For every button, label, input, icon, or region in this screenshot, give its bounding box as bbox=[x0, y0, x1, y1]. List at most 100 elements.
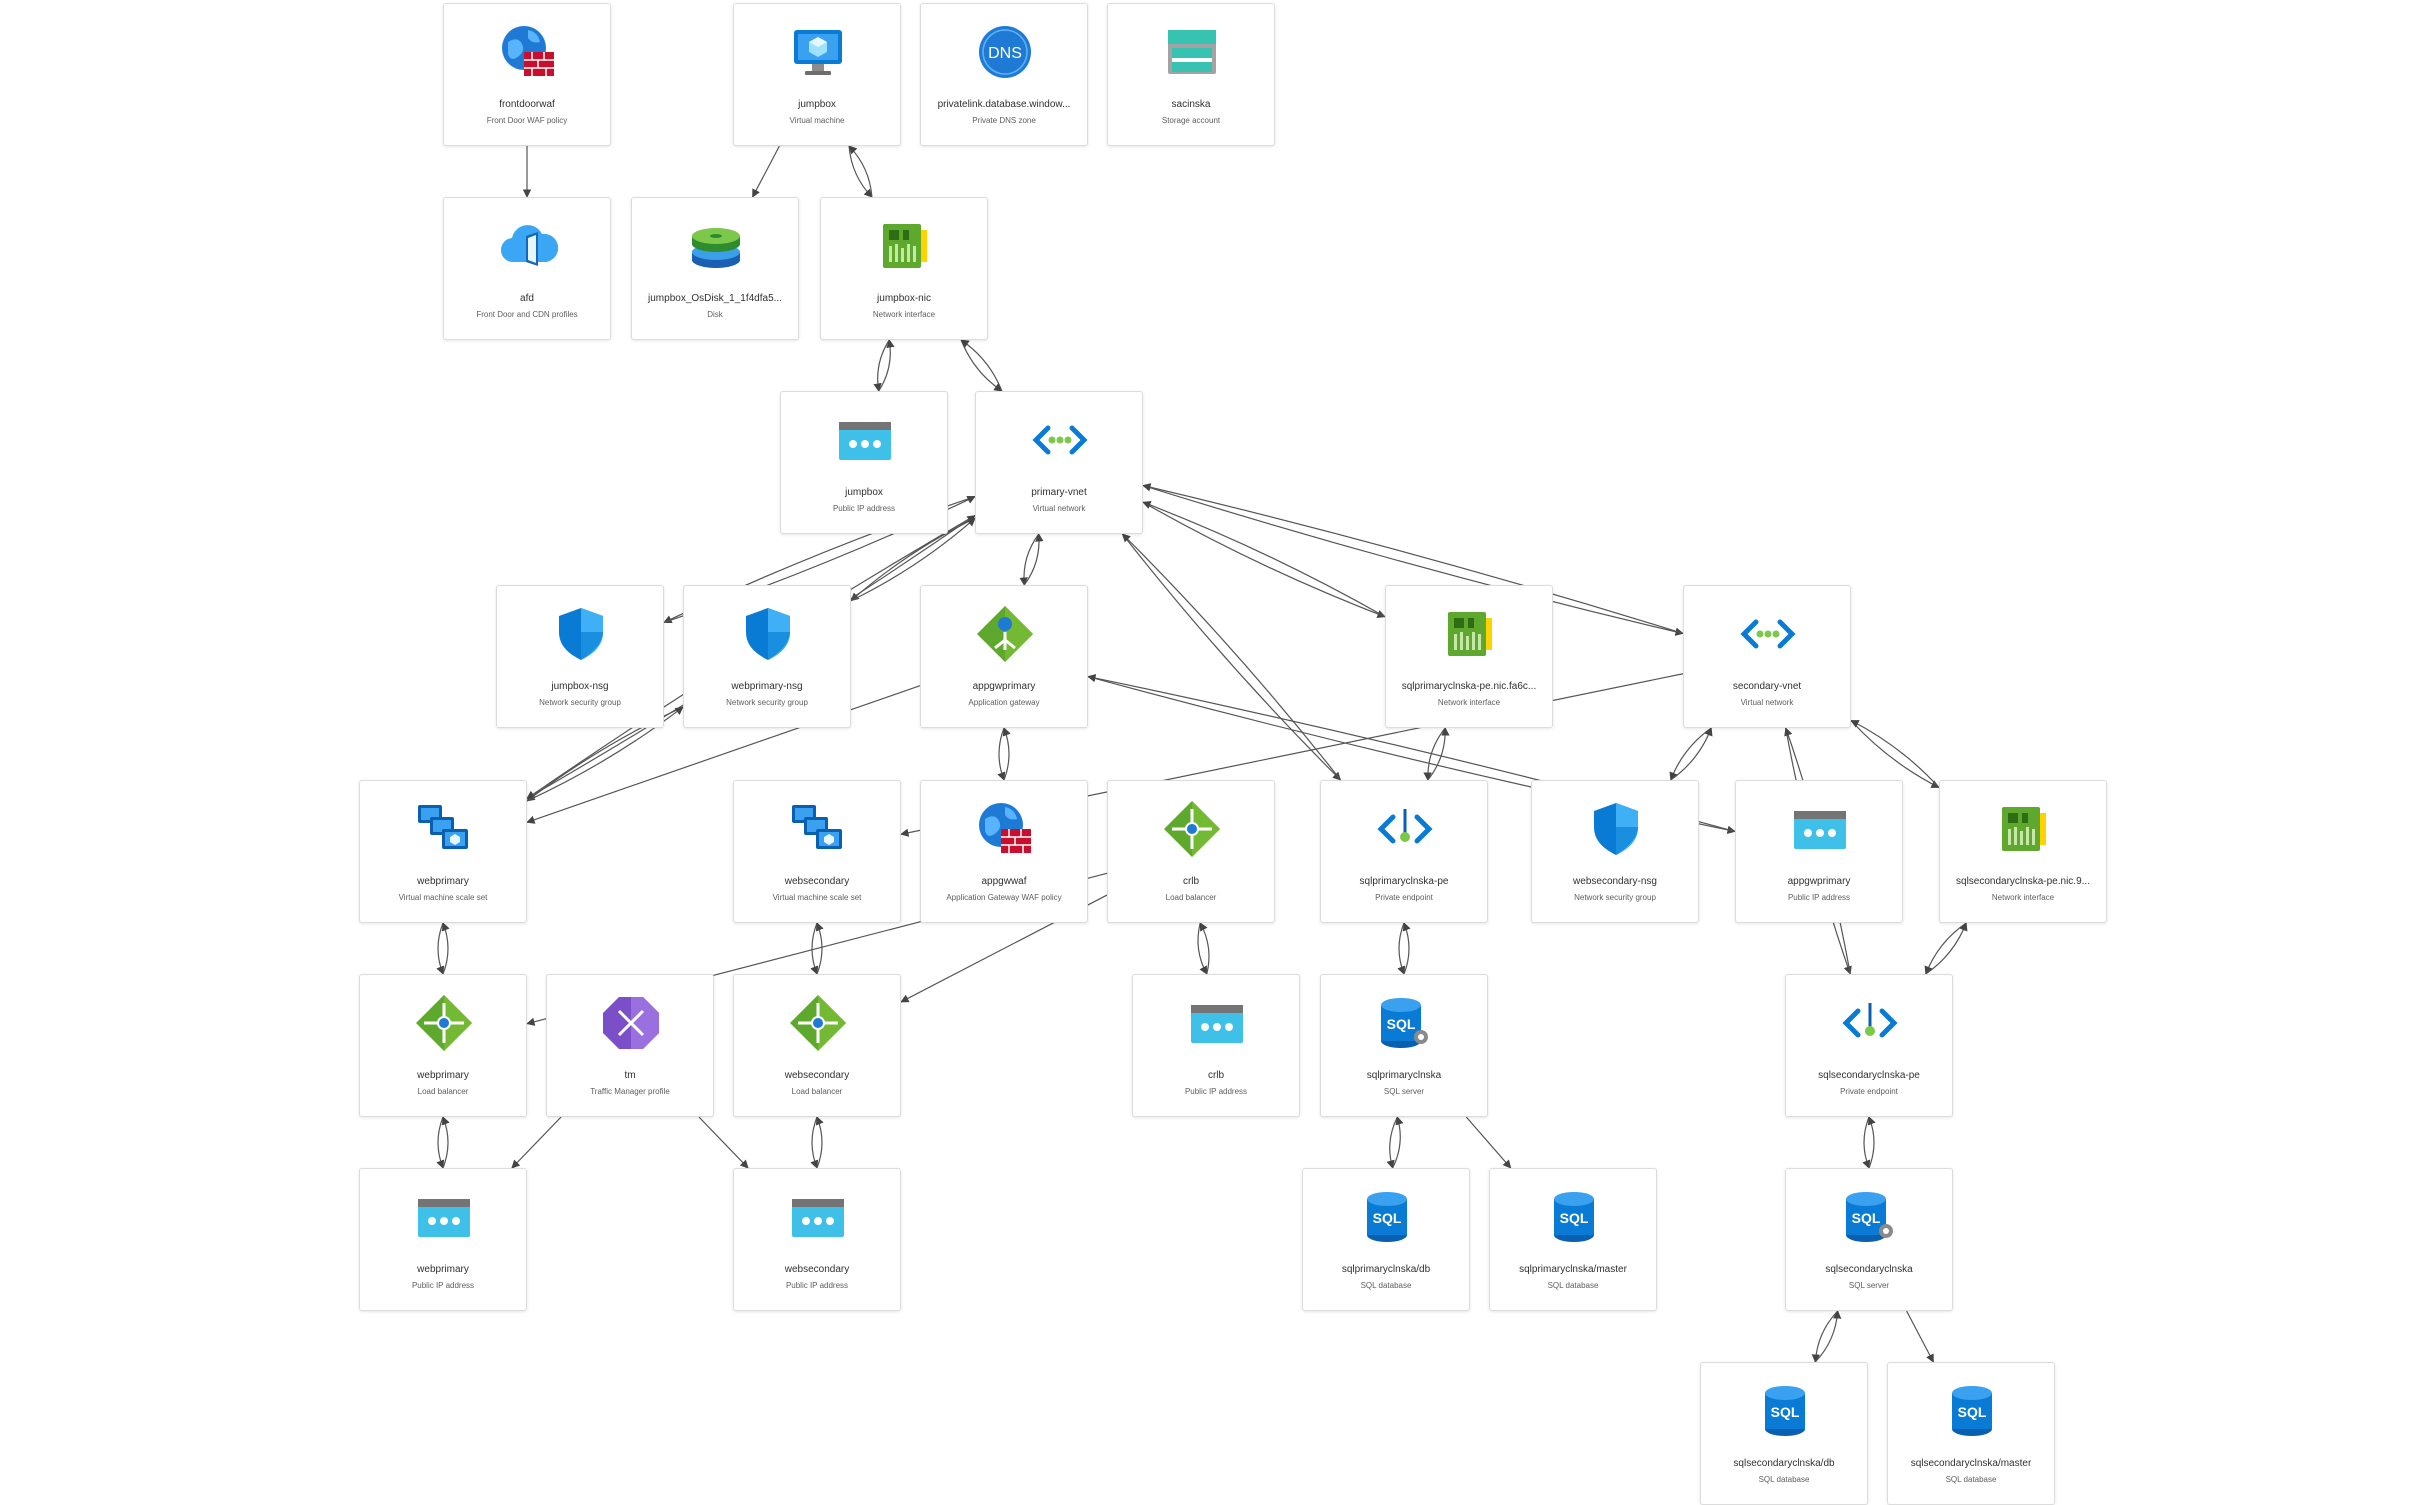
resource-type: Application gateway bbox=[968, 698, 1040, 707]
resource-name: webprimary bbox=[417, 1070, 469, 1081]
connection-arrow bbox=[1465, 1116, 1512, 1169]
resource-name: sqlprimaryclnska/master bbox=[1519, 1264, 1627, 1275]
connection-arrow bbox=[815, 1116, 824, 1169]
private-endpoint-icon bbox=[1840, 993, 1900, 1053]
connection-arrow bbox=[1019, 533, 1040, 586]
connection-arrow bbox=[441, 922, 450, 975]
resource-name: sacinska bbox=[1171, 99, 1211, 110]
resource-name: sqlprimaryclnska-pe bbox=[1359, 876, 1449, 887]
resource-name: jumpbox-nic bbox=[877, 293, 931, 304]
load-balancer-icon bbox=[414, 993, 474, 1053]
resource-node-sqlsecondary-nic[interactable]: sqlsecondaryclnska-pe.nic.9... Network in… bbox=[1939, 780, 2107, 923]
svg-text:SQL: SQL bbox=[1387, 1016, 1416, 1032]
network-security-group-icon bbox=[1586, 799, 1646, 859]
network-security-group-icon bbox=[551, 604, 611, 664]
connection-arrow bbox=[1427, 727, 1450, 781]
svg-text:SQL: SQL bbox=[1373, 1210, 1402, 1226]
resource-name: sqlprimaryclnska bbox=[1366, 1070, 1442, 1081]
resource-type: Public IP address bbox=[832, 504, 896, 513]
resource-name: secondary-vnet bbox=[1732, 681, 1802, 692]
sql-database-icon: SQL bbox=[1755, 1381, 1815, 1441]
virtual-machine-icon bbox=[788, 22, 848, 82]
sql-database-icon: SQL bbox=[1357, 1187, 1417, 1247]
connection-arrow bbox=[1142, 501, 1386, 618]
connection-arrow bbox=[1669, 727, 1712, 781]
resource-name: tm bbox=[624, 1070, 636, 1081]
resource-name: jumpbox_OsDisk_1_1f4dfa5... bbox=[648, 293, 782, 304]
resource-name: sqlsecondaryclnska-pe bbox=[1818, 1070, 1920, 1081]
storage-account-icon bbox=[1162, 22, 1222, 82]
connection-arrow bbox=[815, 922, 824, 975]
svg-text:SQL: SQL bbox=[1771, 1404, 1800, 1420]
resource-name: sqlsecondaryclnska/db bbox=[1733, 1458, 1835, 1469]
connection-arrow bbox=[1121, 533, 1342, 781]
resource-type: Network security group bbox=[539, 698, 621, 707]
connection-arrow bbox=[1814, 1310, 1842, 1363]
connection-arrow bbox=[436, 922, 445, 975]
network-security-group-icon bbox=[738, 604, 798, 664]
resource-name: crlb bbox=[1182, 876, 1200, 887]
public-ip-icon bbox=[1790, 799, 1850, 859]
connection-arrow bbox=[1670, 727, 1713, 781]
connection-arrow bbox=[1811, 1310, 1839, 1363]
resource-type: Private endpoint bbox=[1375, 893, 1433, 902]
svg-text:SQL: SQL bbox=[1958, 1404, 1987, 1420]
connection-arrow bbox=[1392, 1116, 1404, 1169]
resource-type: Network interface bbox=[1991, 893, 2055, 902]
public-ip-icon bbox=[835, 410, 895, 470]
resource-name: webprimary-nsg bbox=[731, 681, 803, 692]
svg-text:DNS: DNS bbox=[988, 45, 1022, 62]
resource-type: SQL database bbox=[1360, 1281, 1412, 1290]
resource-type: Load balancer bbox=[1165, 893, 1217, 902]
resource-name: websecondary bbox=[784, 1070, 850, 1081]
resource-name: sqlsecondaryclnska-pe.nic.9... bbox=[1956, 876, 2090, 887]
application-gateway-icon bbox=[975, 604, 1035, 664]
resource-name: websecondary-nsg bbox=[1573, 876, 1657, 887]
resource-node-osdisk[interactable]: jumpbox_OsDisk_1_1f4dfa5...Disk bbox=[631, 197, 799, 340]
resource-node-sqlprimary-nic[interactable]: sqlprimaryclnska-pe.nic.fa6c...Network i… bbox=[1385, 585, 1553, 728]
public-ip-icon bbox=[414, 1187, 474, 1247]
sql-database-icon: SQL bbox=[1942, 1381, 2002, 1441]
connection-arrow bbox=[1199, 922, 1210, 975]
dns-zone-icon: DNS bbox=[975, 22, 1035, 82]
vm-scale-set-icon bbox=[788, 799, 848, 859]
connection-arrow bbox=[1862, 1116, 1871, 1169]
sql-database-icon: SQL bbox=[1544, 1187, 1604, 1247]
connection-arrow bbox=[810, 922, 819, 975]
connection-arrow bbox=[1925, 922, 1968, 975]
resource-name: webprimary bbox=[417, 1264, 469, 1275]
connection-arrow bbox=[810, 1116, 819, 1169]
